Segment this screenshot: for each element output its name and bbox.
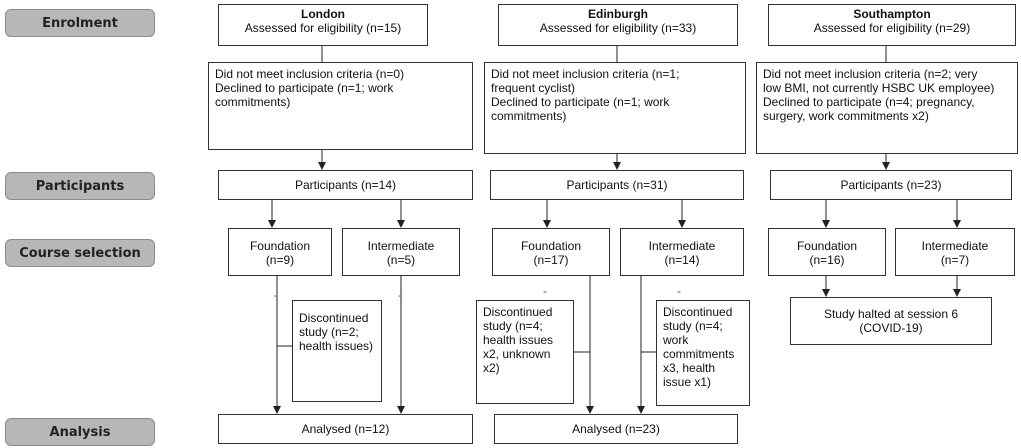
london-intermediate-dash: -	[398, 288, 402, 302]
edinburgh-discontinued-line: Discontinued	[663, 305, 733, 319]
southampton-excluded-box: Did not meet inclusion criteria (n=2; ve…	[756, 62, 1018, 154]
edinburgh-discontinued-line: Discontinued	[483, 305, 553, 319]
london-participants-box: Participants (n=14)	[218, 170, 473, 200]
edinburgh-intermediate-label: Intermediate	[648, 239, 716, 253]
edinburgh-intermediate-box: Intermediate (n=14)	[620, 228, 744, 276]
london-discontinued-box: Discontinued study (n=2; health issues)	[292, 300, 382, 402]
edinburgh-foundation-label: Foundation	[520, 239, 582, 253]
edinburgh-analysed-box: Analysed (n=23)	[494, 414, 738, 444]
southampton-excluded-line: low BMI, not currently HSBC UK employee)	[763, 81, 995, 95]
stage-label-enrolment: Enrolment	[5, 9, 155, 37]
london-excluded-line: Declined to participate (n=1; work	[215, 81, 394, 95]
edinburgh-discontinued-line: x3, health	[663, 361, 716, 375]
edinburgh-assessed-text: Assessed for eligibility (n=33)	[539, 21, 697, 35]
southampton-excluded-line: Did not meet inclusion criteria (n=2; ve…	[763, 67, 978, 81]
southampton-excluded-line: Declined to participate (n=4; pregnancy,	[763, 95, 975, 109]
southampton-assessed-text: Assessed for eligibility (n=29)	[813, 21, 971, 35]
edinburgh-discontinued-line: x2, unknown	[483, 347, 551, 361]
southampton-intermediate-box: Intermediate (n=7)	[895, 228, 1015, 276]
edinburgh-discontinued-intermediate-box: Discontinued study (n=4; work commitment…	[656, 300, 750, 406]
southampton-intermediate-label: Intermediate	[921, 239, 989, 253]
london-assessed-text: Assessed for eligibility (n=15)	[244, 21, 402, 35]
southampton-participants-box: Participants (n=23)	[770, 170, 1012, 200]
southampton-intermediate-count: (n=7)	[940, 253, 970, 267]
southampton-assessed-box: Southampton Assessed for eligibility (n=…	[768, 4, 1016, 46]
stage-label-analysis: Analysis	[5, 418, 155, 446]
edinburgh-excluded-line: commitments)	[491, 109, 567, 123]
edinburgh-foundation-box: Foundation (n=17)	[492, 228, 610, 276]
london-foundation-box: Foundation (n=9)	[228, 228, 332, 276]
edinburgh-discontinued-line: work	[663, 333, 689, 347]
london-intermediate-box: Intermediate (n=5)	[342, 228, 460, 276]
london-foundation-count: (n=9)	[265, 253, 295, 267]
stage-label-participants: Participants	[5, 172, 155, 200]
southampton-halted-line: Study halted at session 6	[823, 307, 959, 321]
london-assessed-box: London Assessed for eligibility (n=15)	[218, 4, 428, 46]
london-excluded-line: Did not meet inclusion criteria (n=0)	[215, 67, 405, 81]
edinburgh-discontinued-line: health issues	[483, 333, 554, 347]
edinburgh-assessed-box: Edinburgh Assessed for eligibility (n=33…	[498, 4, 738, 46]
edinburgh-intermediate-count: (n=14)	[664, 253, 700, 267]
edinburgh-participants-box: Participants (n=31)	[490, 170, 744, 200]
london-foundation-dash: -	[274, 288, 278, 302]
southampton-site-title: Southampton	[853, 7, 931, 21]
edinburgh-intermediate-dash: -	[677, 284, 681, 298]
edinburgh-excluded-line: Declined to participate (n=1; work	[491, 95, 670, 109]
edinburgh-discontinued-line: study (n=4;	[663, 319, 723, 333]
edinburgh-excluded-line: frequent cyclist)	[491, 81, 576, 95]
london-intermediate-label: Intermediate	[367, 239, 435, 253]
southampton-halted-line: (COVID-19)	[859, 321, 923, 335]
london-analysed-box: Analysed (n=12)	[218, 414, 473, 444]
southampton-halted-box: Study halted at session 6 (COVID-19)	[790, 297, 992, 345]
edinburgh-discontinued-line: x2)	[483, 361, 500, 375]
edinburgh-excluded-box: Did not meet inclusion criteria (n=1; fr…	[484, 62, 746, 154]
southampton-foundation-box: Foundation (n=16)	[768, 228, 886, 276]
edinburgh-site-title: Edinburgh	[588, 7, 648, 21]
edinburgh-foundation-count: (n=17)	[533, 253, 569, 267]
london-site-title: London	[301, 7, 345, 21]
southampton-foundation-count: (n=16)	[809, 253, 845, 267]
edinburgh-discontinued-line: issue x1)	[663, 375, 712, 389]
london-excluded-box: Did not meet inclusion criteria (n=0) De…	[208, 62, 473, 150]
southampton-foundation-label: Foundation	[796, 239, 858, 253]
edinburgh-discontinued-line: commitments	[663, 347, 735, 361]
edinburgh-excluded-line: Did not meet inclusion criteria (n=1;	[491, 67, 680, 81]
london-foundation-label: Foundation	[249, 239, 311, 253]
london-discontinued-line: study (n=2;	[299, 325, 359, 339]
london-excluded-line: commitments)	[215, 95, 291, 109]
london-discontinued-line: health issues)	[299, 339, 374, 353]
edinburgh-discontinued-foundation-box: Discontinued study (n=4; health issues x…	[476, 300, 574, 404]
edinburgh-discontinued-line: study (n=4;	[483, 319, 543, 333]
edinburgh-foundation-dash: -	[543, 284, 547, 298]
london-discontinued-line: Discontinued	[299, 311, 369, 325]
stage-label-course-selection: Course selection	[5, 239, 155, 267]
southampton-excluded-line: surgery, work commitments x2)	[763, 109, 929, 123]
london-intermediate-count: (n=5)	[386, 253, 416, 267]
